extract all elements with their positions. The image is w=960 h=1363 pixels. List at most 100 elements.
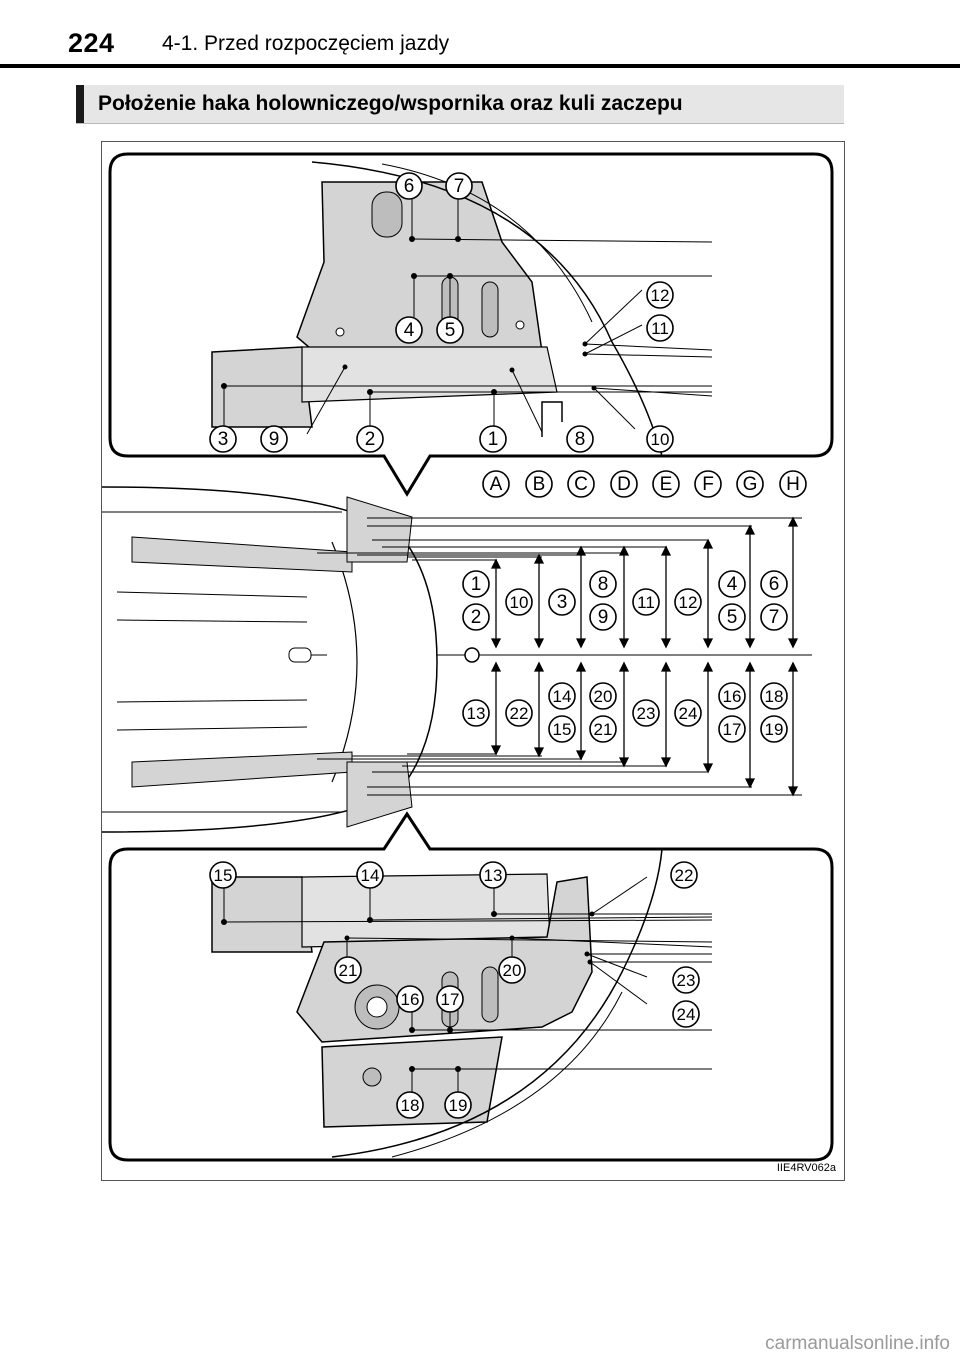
arrow-head xyxy=(660,661,672,672)
callout-bottom-13-label: 13 xyxy=(484,866,503,885)
callout-lower-13-label: 13 xyxy=(467,704,486,723)
callout-upper-11: 11 xyxy=(632,588,660,616)
callout-upper-4: 4 xyxy=(718,570,746,598)
callout-top-7: 7 xyxy=(445,172,473,200)
arrow-head xyxy=(787,661,799,672)
callout-upper-7: 7 xyxy=(760,603,788,631)
callout-top-1: 1 xyxy=(479,425,507,453)
arrow-head xyxy=(575,638,587,649)
callout-bottom-22: 22 xyxy=(670,861,698,889)
callout-lower-20: 20 xyxy=(589,682,617,710)
arrow-head xyxy=(533,747,545,758)
callout-bottom-19-label: 19 xyxy=(449,1096,468,1115)
callout-upper-2: 2 xyxy=(462,603,490,631)
callout-upper-8: 8 xyxy=(589,570,617,598)
arrow-head xyxy=(660,638,672,649)
callout-top-8-label: 8 xyxy=(575,429,586,450)
page-number: 224 xyxy=(68,28,115,58)
column-e: E xyxy=(652,470,680,498)
arrow-head xyxy=(702,538,714,549)
callout-upper-12: 12 xyxy=(674,588,702,616)
arrow-head xyxy=(490,558,502,569)
callout-top-11-label: 11 xyxy=(651,319,669,338)
heading-text: Położenie haka holowniczego/wspornika or… xyxy=(98,92,683,115)
arrow-head xyxy=(744,661,756,672)
callout-upper-3: 3 xyxy=(548,588,576,616)
callout-bottom-18: 18 xyxy=(396,1091,424,1119)
column-d-label: D xyxy=(617,474,631,495)
callout-lower-23-label: 23 xyxy=(637,704,656,723)
column-c-label: C xyxy=(574,474,588,495)
callout-bottom-14-label: 14 xyxy=(361,866,380,885)
callout-top-12: 12 xyxy=(646,281,674,309)
column-b-label: B xyxy=(533,474,546,495)
callout-bottom-16-label: 16 xyxy=(401,990,420,1009)
arrow-head xyxy=(660,757,672,768)
arrow-head xyxy=(787,516,799,527)
arrow-head xyxy=(575,750,587,761)
callout-top-2: 2 xyxy=(356,425,384,453)
callout-upper-9-label: 9 xyxy=(598,607,609,628)
callout-top-10-label: 10 xyxy=(651,430,670,449)
column-b: B xyxy=(525,470,553,498)
callout-top-10: 10 xyxy=(646,425,674,453)
callout-lower-22: 22 xyxy=(505,699,533,727)
arrow-head xyxy=(618,757,630,768)
arrow-head xyxy=(490,745,502,756)
callout-lower-17-label: 17 xyxy=(723,720,742,739)
callout-top-6-label: 6 xyxy=(404,176,415,197)
arrow-head xyxy=(618,661,630,672)
callout-top-5: 5 xyxy=(436,316,464,344)
callout-top-6: 6 xyxy=(395,172,423,200)
callout-bottom-20-label: 20 xyxy=(503,961,522,980)
callout-top-11: 11 xyxy=(646,314,674,342)
callout-bottom-15: 15 xyxy=(209,861,237,889)
column-f: F xyxy=(694,470,722,498)
callout-lower-15-label: 15 xyxy=(553,720,572,739)
arrow-head xyxy=(575,661,587,672)
arrow-head xyxy=(490,661,502,672)
callout-lower-24: 24 xyxy=(674,699,702,727)
column-c: C xyxy=(567,470,595,498)
callout-upper-2-label: 2 xyxy=(471,607,482,628)
callout-upper-6-label: 6 xyxy=(769,574,780,595)
arrow-head xyxy=(575,545,587,556)
callout-top-9-label: 9 xyxy=(269,429,280,450)
callout-upper-12-label: 12 xyxy=(679,593,698,612)
callout-upper-3-label: 3 xyxy=(557,592,568,613)
arrow-head xyxy=(618,545,630,556)
callout-upper-4-label: 4 xyxy=(727,574,738,595)
column-d: D xyxy=(610,470,638,498)
section-heading: Położenie haka holowniczego/wspornika or… xyxy=(76,85,844,124)
arrow-head xyxy=(660,545,672,556)
callout-upper-10-label: 10 xyxy=(510,593,529,612)
callout-upper-8-label: 8 xyxy=(598,574,609,595)
callout-upper-6: 6 xyxy=(760,570,788,598)
callout-upper-10: 10 xyxy=(505,588,533,616)
callout-lower-16-label: 16 xyxy=(723,687,742,706)
arrow-head xyxy=(533,638,545,649)
arrow-head xyxy=(787,638,799,649)
callout-bottom-19: 19 xyxy=(444,1091,472,1119)
callout-lower-18: 18 xyxy=(760,682,788,710)
callout-top-7-label: 7 xyxy=(454,176,465,197)
callout-bottom-24-label: 24 xyxy=(677,1005,696,1024)
diagram-svg: 671245113921810ABCDEFGH12103891112456713… xyxy=(102,152,834,1162)
callout-bottom-24: 24 xyxy=(672,1000,700,1028)
callout-top-9: 9 xyxy=(260,425,288,453)
callout-bottom-20: 20 xyxy=(498,956,526,984)
callout-upper-1: 1 xyxy=(462,570,490,598)
callout-bottom-22-label: 22 xyxy=(675,866,694,885)
callout-lower-17: 17 xyxy=(718,715,746,743)
callout-lower-19: 19 xyxy=(760,715,788,743)
page-header: 224 4-1. Przed rozpoczęciem jazdy xyxy=(0,0,960,70)
arrow-head xyxy=(490,638,502,649)
callout-bottom-16: 16 xyxy=(396,985,424,1013)
column-reference-lines xyxy=(317,517,802,796)
callout-lower-14-label: 14 xyxy=(553,687,572,706)
callout-lower-22-label: 22 xyxy=(510,704,529,723)
callout-upper-7-label: 7 xyxy=(769,607,780,628)
column-f-label: F xyxy=(702,474,714,495)
column-a-label: A xyxy=(490,474,503,495)
